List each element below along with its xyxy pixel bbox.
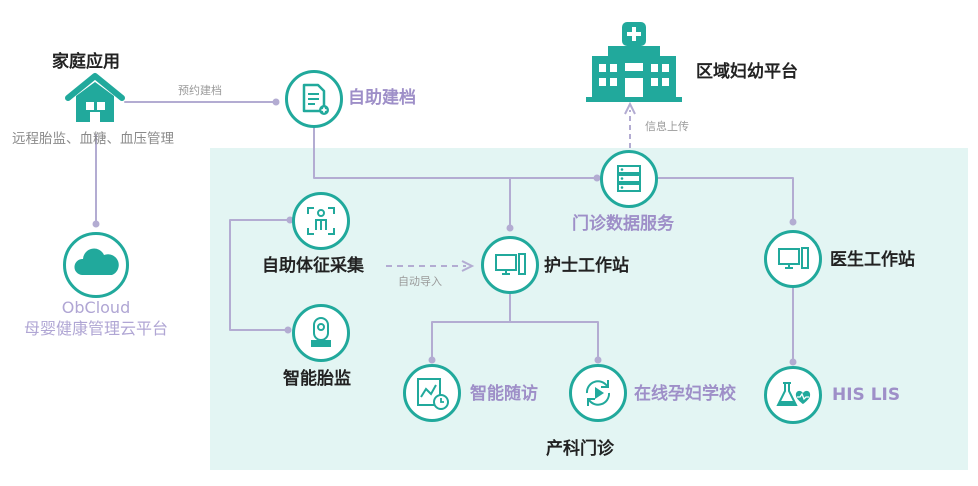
his-lis-node [764,366,822,424]
house-icon [65,73,125,122]
nurse-station-label: 护士工作站 [544,256,629,276]
school-label: 在线孕妇学校 [634,384,736,404]
self-archive-node [285,70,343,128]
cloud-platform: 母婴健康管理云平台 [23,319,168,338]
body-scan-icon [307,207,335,235]
vital-signs-node [292,192,350,250]
school-node [569,364,627,422]
booking-edge-label: 预约建档 [178,84,222,97]
his-lis-label: HIS LIS [832,385,901,405]
regional-platform-label: 区域妇幼平台 [696,62,798,82]
flask-heart-icon [776,382,811,406]
fetal-monitor-icon [311,317,331,347]
auto-import-edge-label: 自动导入 [398,275,442,288]
line-vitals-fetal [229,219,291,331]
self-archive-label: 自助建档 [348,88,416,108]
cloud-node [63,232,129,298]
hospital-icon [586,22,682,102]
arrow-auto-import [461,260,475,272]
computer-icon [778,247,809,269]
followup-node [403,364,461,422]
upload-edge-label: 信息上传 [645,120,689,133]
data-service-node [600,150,658,208]
line-archive-service [313,124,598,179]
data-service-label: 门诊数据服务 [572,214,674,234]
document-icon [302,83,329,115]
play-cycle-icon [585,380,611,406]
server-icon [617,165,641,192]
followup-label: 智能随访 [470,384,538,404]
clinic-title: 产科门诊 [546,439,614,459]
doctor-station-node [764,230,822,288]
arrow-upload [624,101,636,115]
cloud-icon [74,248,119,275]
computer-icon [495,253,526,275]
vital-signs-label: 自助体征采集 [262,256,364,276]
fetal-monitor-label: 智能胎监 [283,369,351,389]
chart-clock-icon [417,378,449,410]
cloud-name: ObCloud [61,298,131,317]
line-nurse-children [431,291,599,361]
fetal-monitor-node [292,304,350,362]
home-title: 家庭应用 [52,52,120,72]
line-service-doctor [657,177,794,225]
home-subtitle: 远程胎监、血糖、血压管理 [12,131,174,147]
doctor-station-label: 医生工作站 [830,250,915,270]
nurse-station-node [481,236,539,294]
